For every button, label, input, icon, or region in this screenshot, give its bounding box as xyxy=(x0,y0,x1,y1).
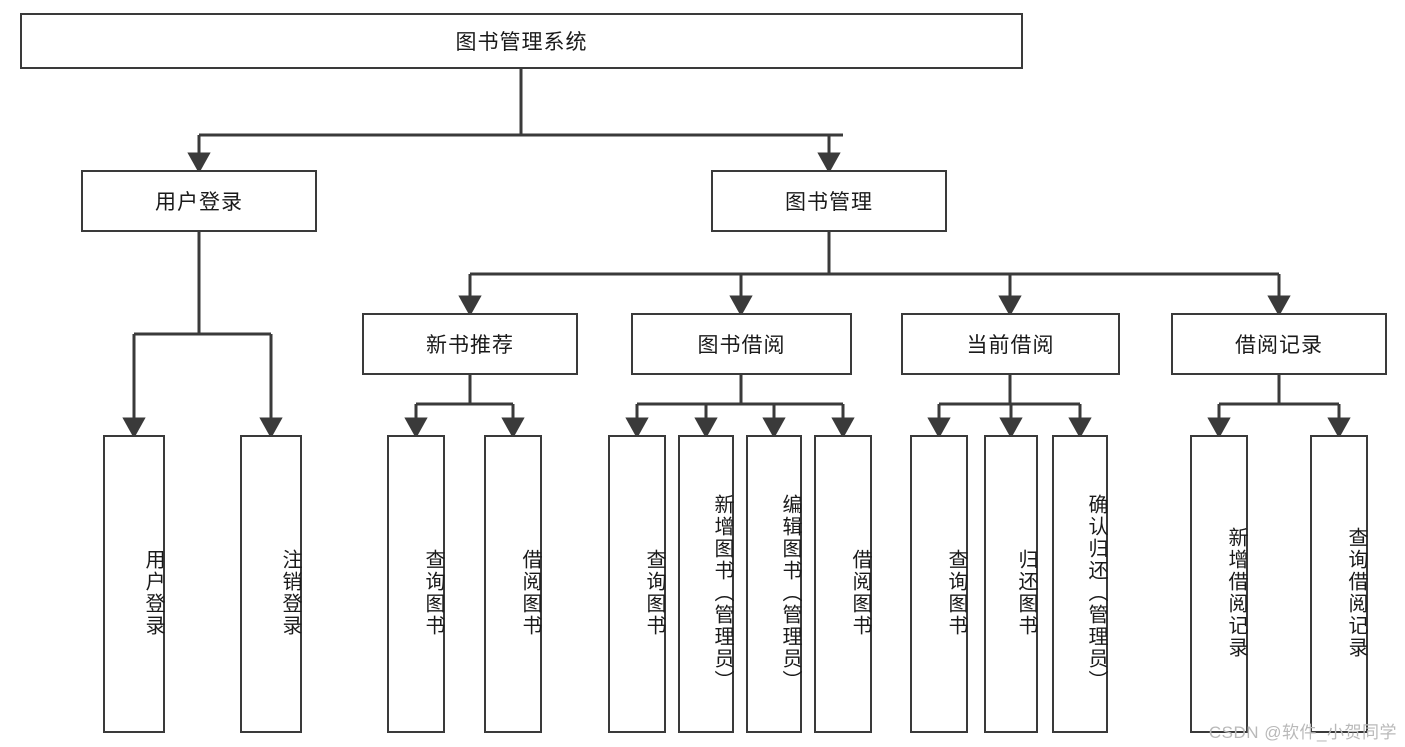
node-leaf-borrow-book-rec-label: 借阅图书 xyxy=(519,549,541,637)
node-leaf-query-book-b-label: 查询图书 xyxy=(643,549,665,637)
node-user-login-label: 用户登录 xyxy=(155,191,243,214)
node-root-label: 图书管理系统 xyxy=(455,31,588,54)
node-book-manage[interactable]: 图书管理 xyxy=(711,170,947,232)
node-leaf-query-record[interactable]: 查询借阅记录 xyxy=(1310,435,1368,733)
node-borrow-record[interactable]: 借阅记录 xyxy=(1171,313,1387,375)
node-user-login[interactable]: 用户登录 xyxy=(81,170,317,232)
node-leaf-add-book-label: 新增图书（管理员） xyxy=(711,494,733,692)
node-borrow-record-label: 借阅记录 xyxy=(1235,334,1323,357)
node-book-borrow-label: 图书借阅 xyxy=(697,334,786,357)
node-leaf-logout-label: 注销登录 xyxy=(279,549,301,637)
node-current-borrow-label: 当前借阅 xyxy=(966,334,1055,357)
node-leaf-edit-book[interactable]: 编辑图书（管理员） xyxy=(746,435,802,733)
node-leaf-borrow-book-rec[interactable]: 借阅图书 xyxy=(484,435,542,733)
csdn-watermark: CSDN @软件_小贺同学 xyxy=(1208,723,1397,742)
node-book-manage-label: 图书管理 xyxy=(785,191,873,214)
node-new-book-rec[interactable]: 新书推荐 xyxy=(362,313,578,375)
node-book-borrow[interactable]: 图书借阅 xyxy=(631,313,852,375)
node-leaf-query-record-label: 查询借阅记录 xyxy=(1345,527,1367,659)
node-leaf-add-record-label: 新增借阅记录 xyxy=(1225,527,1247,659)
node-leaf-query-book-b[interactable]: 查询图书 xyxy=(608,435,666,733)
node-leaf-edit-book-label: 编辑图书（管理员） xyxy=(779,494,801,692)
node-leaf-query-book-c[interactable]: 查询图书 xyxy=(910,435,968,733)
node-leaf-user-login[interactable]: 用户登录 xyxy=(103,435,165,733)
node-leaf-confirm-return-label: 确认归还（管理员） xyxy=(1085,494,1107,692)
node-leaf-query-book-c-label: 查询图书 xyxy=(945,549,967,637)
node-root[interactable]: 图书管理系统 xyxy=(20,13,1023,69)
node-leaf-user-login-label: 用户登录 xyxy=(142,549,164,637)
node-leaf-borrow-book-b-label: 借阅图书 xyxy=(849,549,871,637)
node-leaf-confirm-return[interactable]: 确认归还（管理员） xyxy=(1052,435,1108,733)
node-leaf-add-book[interactable]: 新增图书（管理员） xyxy=(678,435,734,733)
node-current-borrow[interactable]: 当前借阅 xyxy=(901,313,1120,375)
node-leaf-return-book[interactable]: 归还图书 xyxy=(984,435,1038,733)
node-leaf-query-book-rec-label: 查询图书 xyxy=(422,549,444,637)
node-leaf-query-book-rec[interactable]: 查询图书 xyxy=(387,435,445,733)
node-leaf-borrow-book-b[interactable]: 借阅图书 xyxy=(814,435,872,733)
node-leaf-add-record[interactable]: 新增借阅记录 xyxy=(1190,435,1248,733)
node-leaf-return-book-label: 归还图书 xyxy=(1015,549,1037,637)
node-leaf-logout[interactable]: 注销登录 xyxy=(240,435,302,733)
node-new-book-rec-label: 新书推荐 xyxy=(426,334,514,357)
